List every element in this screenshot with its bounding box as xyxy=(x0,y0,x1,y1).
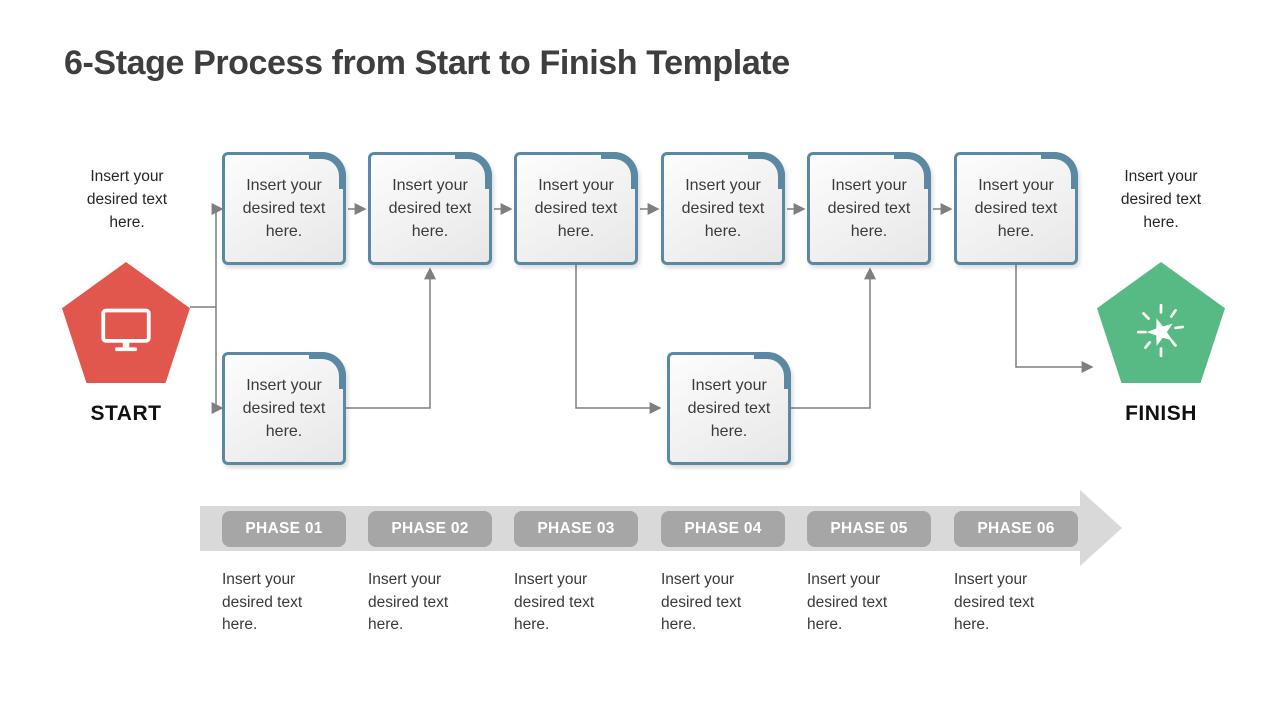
stage-box-1: Insert your desired text here. xyxy=(222,152,346,265)
phase-timeline-arrowhead xyxy=(1080,490,1122,566)
phase-pill-label: PHASE 02 xyxy=(391,520,469,537)
branch-box-1: Insert your desired text here. xyxy=(222,352,346,465)
stage-box-text: Insert your desired text here. xyxy=(974,177,1058,240)
phase-pill-label: PHASE 01 xyxy=(245,520,323,537)
phase-pill-2: PHASE 02 xyxy=(368,511,492,547)
phase-pill-1: PHASE 01 xyxy=(222,511,346,547)
finish-caption: Insert your desired text here. xyxy=(1120,168,1202,231)
stage-box-text: Insert your desired text here. xyxy=(388,177,472,240)
starburst-icon xyxy=(1136,303,1185,357)
stage-box-text: Insert your desired text here. xyxy=(681,177,765,240)
stage-box-5: Insert your desired text here. xyxy=(807,152,931,265)
stage-box-6: Insert your desired text here. xyxy=(954,152,1078,265)
stage-box-text: Insert your desired text here. xyxy=(534,177,618,240)
stage-box-text: Insert your desired text here. xyxy=(827,177,911,240)
phase-description-1: Insert your desired text here. xyxy=(222,571,303,633)
phase-description-2: Insert your desired text here. xyxy=(368,571,449,633)
phase-pill-label: PHASE 06 xyxy=(977,520,1055,537)
branch-box-text: Insert your desired text here. xyxy=(242,377,326,440)
phase-timeline-band xyxy=(200,506,1080,551)
slide-title: 6-Stage Process from Start to Finish Tem… xyxy=(64,44,790,82)
start-label: START xyxy=(90,402,162,425)
stage-box-3: Insert your desired text here. xyxy=(514,152,638,265)
phase-pill-6: PHASE 06 xyxy=(954,511,1078,547)
monitor-icon xyxy=(101,308,151,351)
stage-box-2: Insert your desired text here. xyxy=(368,152,492,265)
branch-box-text: Insert your desired text here. xyxy=(687,377,771,440)
phase-pill-label: PHASE 03 xyxy=(537,520,615,537)
phase-description-6: Insert your desired text here. xyxy=(954,571,1035,633)
stage-box-text: Insert your desired text here. xyxy=(242,177,326,240)
stage-box-4: Insert your desired text here. xyxy=(661,152,785,265)
phase-description-3: Insert your desired text here. xyxy=(514,571,595,633)
phase-description-4: Insert your desired text here. xyxy=(661,571,742,633)
phase-pill-3: PHASE 03 xyxy=(514,511,638,547)
start-caption: Insert your desired text here. xyxy=(86,168,168,231)
phase-pill-4: PHASE 04 xyxy=(661,511,785,547)
phase-pill-5: PHASE 05 xyxy=(807,511,931,547)
phase-description-5: Insert your desired text here. xyxy=(807,571,888,633)
branch-box-2: Insert your desired text here. xyxy=(667,352,791,465)
finish-label: FINISH xyxy=(1125,402,1197,425)
phase-pill-label: PHASE 05 xyxy=(830,520,908,537)
phase-pill-label: PHASE 04 xyxy=(684,520,762,537)
